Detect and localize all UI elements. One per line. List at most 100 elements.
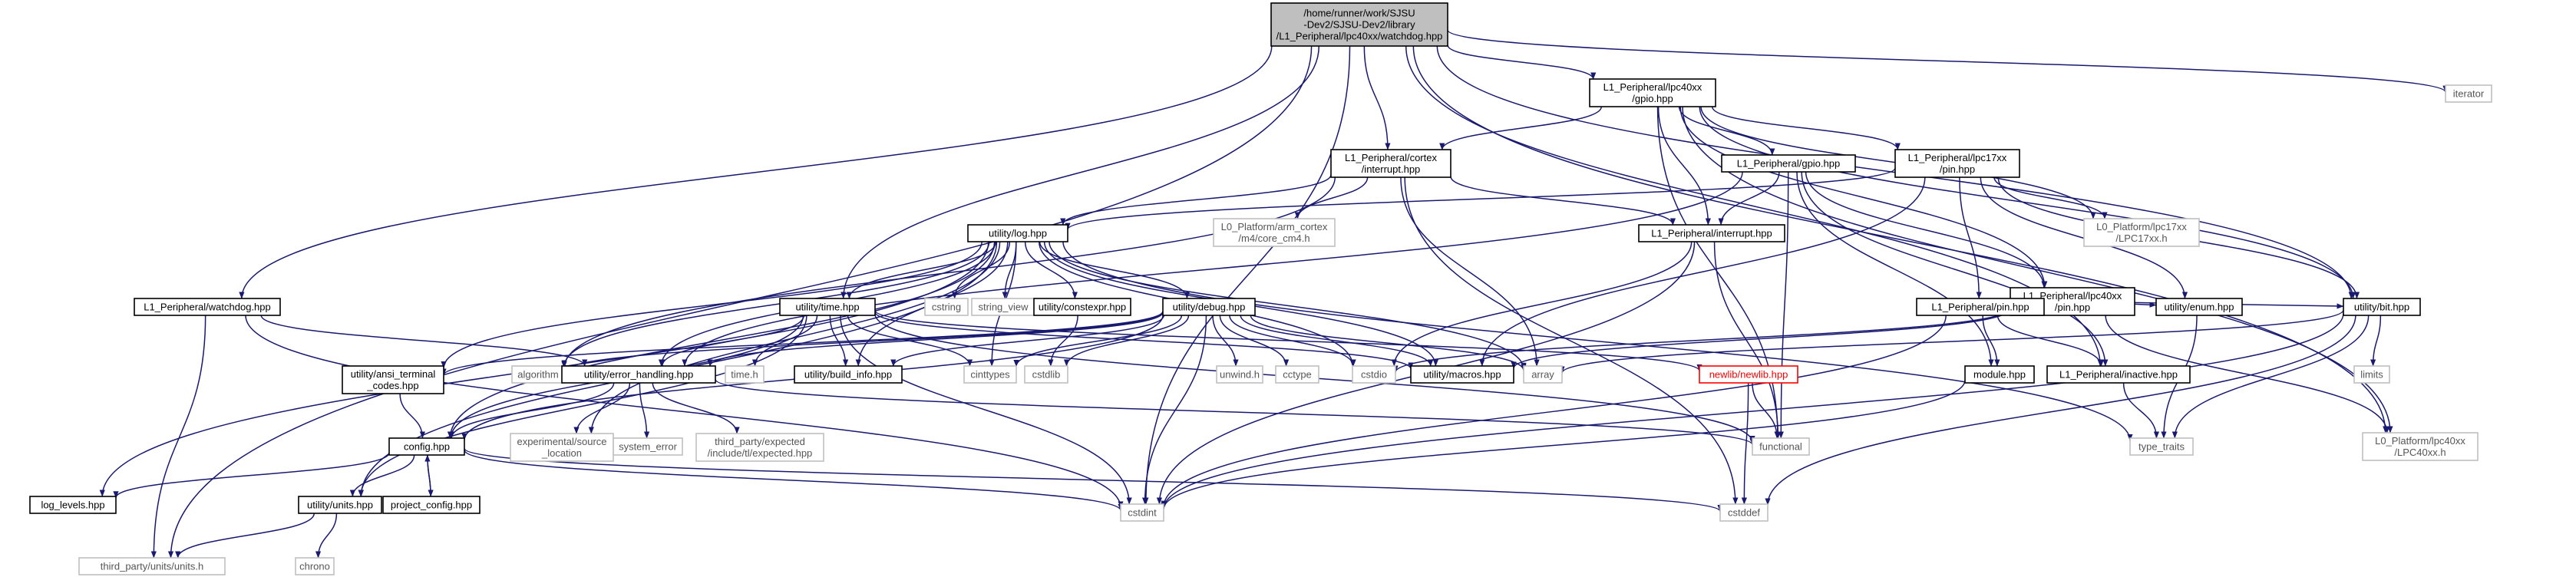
edge-debug-to-error-handling — [707, 312, 1164, 367]
node-label: L1_Peripheral/gpio.hpp — [1737, 158, 1840, 170]
node-units[interactable]: utility/units.hpp — [298, 496, 382, 514]
node-box — [1330, 149, 1451, 178]
node-lpc40xx-gpio[interactable]: L1_Peripheral/lpc40xx/gpio.hpp — [1589, 78, 1716, 107]
node-box — [29, 496, 117, 514]
edge-bit-to-cstdint — [1161, 313, 2344, 509]
edge-error-handling-to-functional — [715, 378, 1755, 446]
node-box — [2343, 298, 2421, 316]
node-pin[interactable]: L1_Peripheral/pin.hpp — [1916, 298, 2045, 316]
edge-debug-to-unwind — [1212, 315, 1239, 367]
node-label: unwind.h — [1220, 369, 1260, 381]
node-box — [725, 365, 765, 384]
node-gpio[interactable]: L1_Peripheral/gpio.hpp — [1721, 154, 1856, 173]
node-label: utility/ansi_terminal — [351, 368, 436, 380]
edge-root-to-inactive — [1405, 45, 2103, 367]
node-type-traits: type_traits — [2129, 437, 2194, 456]
node-layer: /home/runner/work/SJSU-Dev2/SJSU-Dev2/li… — [29, 2, 2492, 575]
node-label: type_traits — [2138, 441, 2185, 453]
edge-lpc17xx-pin-to-lpc17xx-h — [1993, 176, 2108, 219]
node-log[interactable]: utility/log.hpp — [967, 224, 1068, 242]
node-label: system_error — [619, 441, 678, 453]
node-cstdlib: cstdlib — [1024, 365, 1068, 384]
edge-lpc40xx-pin-to-macros — [1511, 308, 2011, 369]
node-chrono: chrono — [295, 557, 335, 575]
edge-pin-to-module — [1982, 315, 2000, 367]
node-wd[interactable]: L1_Peripheral/watchdog.hpp — [134, 298, 281, 316]
node-label: config.hpp — [404, 441, 450, 453]
node-box — [1213, 218, 1336, 247]
node-time[interactable]: utility/time.hpp — [779, 298, 876, 316]
node-label: utility/error_handling.hpp — [584, 369, 693, 381]
node-build-info[interactable]: utility/build_info.hpp — [794, 365, 903, 384]
node-cortex-interrupt[interactable]: L1_Peripheral/cortex/interrupt.hpp — [1330, 149, 1451, 178]
node-label: newlib/newlib.hpp — [1709, 369, 1788, 381]
node-label: _codes.hpp — [366, 380, 418, 391]
node-box — [78, 557, 226, 575]
node-box — [1638, 224, 1785, 242]
edge-units-to-units-h — [175, 513, 315, 559]
node-constexpr[interactable]: utility/constexpr.hpp — [1033, 298, 1131, 316]
edge-gpio-to-lpc40xx-pin — [1805, 171, 2047, 288]
edge-pin-to-inactive — [1996, 315, 2105, 367]
edge-cortex-interrupt-to-cstddef — [1404, 176, 1739, 505]
node-label: cstring — [932, 302, 961, 313]
node-system-error: system_error — [613, 437, 683, 456]
node-lpc17xx-h: L0_Platform/lpc17xx/LPC17xx.h — [2083, 218, 2200, 247]
node-label: L1_Peripheral/lpc17xx — [1908, 152, 2007, 163]
edge-log-to-constexpr — [1024, 241, 1078, 299]
edge-log-to-time — [846, 241, 997, 299]
node-lpc17xx-pin[interactable]: L1_Peripheral/lpc17xx/pin.hpp — [1894, 149, 2020, 178]
node-label: /LPC40xx.h — [2394, 447, 2446, 458]
node-box — [342, 365, 444, 394]
edge-inactive-to-type-traits — [2122, 382, 2160, 439]
node-core-cm4: L0_Platform/arm_cortex/m4/core_cm4.h — [1213, 218, 1336, 247]
node-label: third_party/units/units.h — [101, 561, 203, 572]
edge-config-to-log-levels — [113, 452, 390, 499]
node-error-handling[interactable]: utility/error_handling.hpp — [561, 365, 716, 384]
edge-cortex-interrupt-to-algorithm — [561, 176, 1336, 369]
node-module[interactable]: module.hpp — [1964, 365, 2035, 384]
node-box — [1964, 365, 2035, 384]
node-box — [510, 433, 614, 462]
node-label: functional — [1759, 441, 1802, 453]
node-box — [1033, 298, 1131, 316]
edge-interrupt-to-cstdio — [1391, 241, 1693, 367]
node-label: /m4/core_cm4.h — [1238, 232, 1309, 244]
node-unwind: unwind.h — [1216, 365, 1263, 384]
edge-lpc40xx-pin-to-cstdio — [1392, 308, 2011, 373]
node-label: _location — [541, 447, 582, 459]
node-label: cstdio — [1361, 369, 1387, 381]
edge-time-to-build-info — [829, 315, 849, 367]
edge-lpc40xx-pin-to-enum — [2134, 302, 2157, 308]
node-box — [967, 224, 1068, 242]
edge-debug-to-ansi — [441, 311, 1164, 376]
node-macros[interactable]: utility/macros.hpp — [1410, 365, 1514, 384]
node-config[interactable]: config.hpp — [388, 437, 465, 456]
node-root[interactable]: /home/runner/work/SJSU-Dev2/SJSU-Dev2/li… — [1270, 2, 1448, 47]
node-label: /interrupt.hpp — [1362, 163, 1421, 175]
node-label: L0_Platform/lpc40xx — [2375, 435, 2465, 447]
node-box — [1721, 154, 1856, 173]
node-inactive[interactable]: L1_Peripheral/inactive.hpp — [2046, 365, 2191, 384]
node-box — [1523, 365, 1563, 384]
node-interrupt[interactable]: L1_Peripheral/interrupt.hpp — [1638, 224, 1785, 242]
node-bit[interactable]: utility/bit.hpp — [2343, 298, 2421, 316]
node-project-config[interactable]: project_config.hpp — [382, 496, 481, 514]
node-debug[interactable]: utility/debug.hpp — [1162, 298, 1256, 316]
node-ansi[interactable]: utility/ansi_terminal_codes.hpp — [342, 365, 444, 394]
node-label: experimental/source — [517, 436, 606, 447]
edge-lpc40xx-pin-to-lpc40xx-h — [2105, 315, 2390, 434]
node-box — [2362, 432, 2479, 461]
node-label: utility/units.hpp — [307, 500, 373, 511]
node-label: L1_Peripheral/lpc40xx — [1603, 81, 1702, 93]
edge-cortex-interrupt-to-interrupt — [1450, 176, 1676, 226]
node-newlib[interactable]: newlib/newlib.hpp — [1699, 365, 1798, 384]
node-label: L1_Peripheral/interrupt.hpp — [1651, 228, 1772, 239]
node-log-levels[interactable]: log_levels.hpp — [29, 496, 117, 514]
edge-constexpr-to-cstdlib — [1048, 315, 1078, 367]
edge-bit-to-array — [1559, 309, 2344, 374]
edge-root-to-time — [841, 45, 1320, 299]
node-enum[interactable]: utility/enum.hpp — [2155, 298, 2243, 316]
node-box — [1719, 503, 1769, 522]
node-label: array — [1531, 369, 1554, 381]
